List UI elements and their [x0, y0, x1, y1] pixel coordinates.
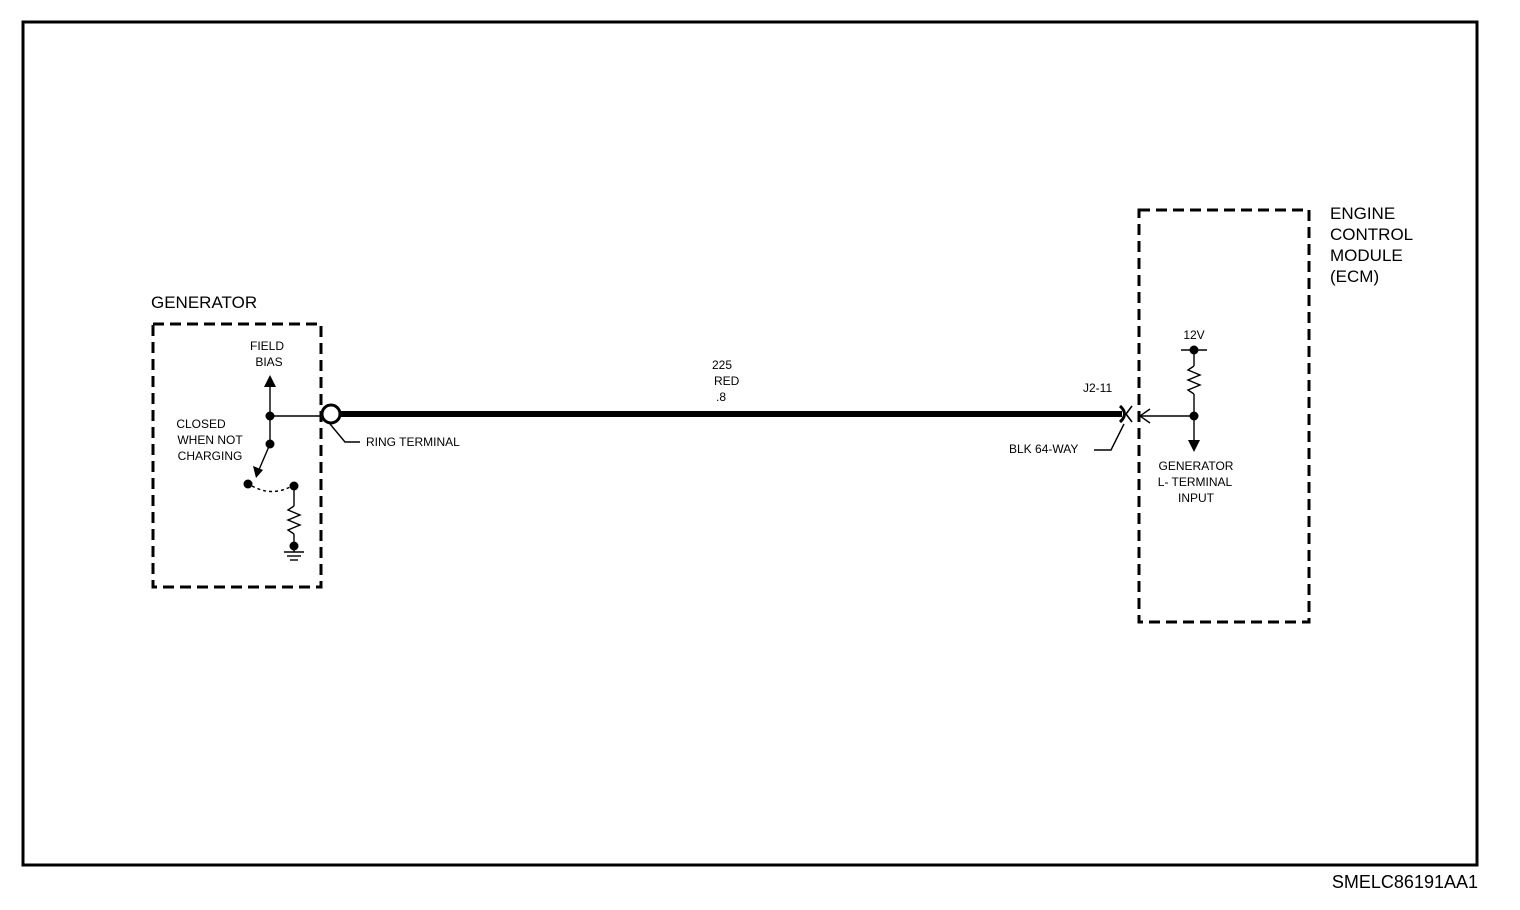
ecm-title-4: (ECM) — [1330, 267, 1379, 286]
ecm-input-label-2: L- TERMINAL — [1158, 475, 1233, 489]
ecm-input-down-arrow-icon — [1188, 440, 1200, 452]
generator-box — [151, 322, 323, 589]
connector-name-label: BLK 64-WAY — [1009, 442, 1078, 456]
switch-dashed-link — [251, 485, 293, 493]
switch-label-2: WHEN NOT — [177, 433, 243, 447]
diagram-border — [21, 20, 1479, 867]
connector-terminal-icon-inner — [1125, 405, 1133, 423]
ecm-title-3: MODULE — [1330, 246, 1403, 265]
field-bias-label-2: BIAS — [255, 355, 282, 369]
ecm-input-label-1: GENERATOR — [1159, 459, 1234, 473]
wire-gauge: .8 — [716, 390, 726, 404]
ecm-input-arrow-icon — [1138, 408, 1151, 424]
wire-circuit-number: 225 — [712, 358, 732, 372]
field-bias-label-1: FIELD — [250, 339, 284, 353]
generator-title: GENERATOR — [151, 293, 257, 312]
switch-bottom-contact — [243, 479, 253, 489]
connector-terminal-icon — [1118, 404, 1126, 424]
ring-terminal-label: RING TERMINAL — [366, 435, 460, 449]
connector-pin-label: J2-11 — [1083, 381, 1112, 395]
ecm-supply-label: 12V — [1183, 328, 1204, 342]
ring-terminal-leader — [329, 423, 360, 443]
ring-terminal-icon — [320, 403, 342, 425]
switch-label-1: CLOSED — [176, 417, 226, 431]
wire-color: RED — [714, 374, 740, 388]
ecm-title-1: ENGINE — [1330, 204, 1395, 223]
switch-blade — [257, 443, 271, 473]
ground-icon — [284, 546, 304, 561]
switch-arrow-icon — [253, 466, 263, 478]
switch-label-3: CHARGING — [178, 449, 243, 463]
ecm-title-2: CONTROL — [1330, 225, 1413, 244]
field-bias-arrow-icon — [264, 375, 276, 387]
ecm-input-label-3: INPUT — [1178, 491, 1215, 505]
generator-resistor-icon — [286, 505, 302, 535]
ecm-resistor-icon — [1186, 365, 1202, 395]
connector-leader — [1094, 423, 1125, 451]
figure-id: SMELC86191AA1 — [1332, 872, 1478, 892]
